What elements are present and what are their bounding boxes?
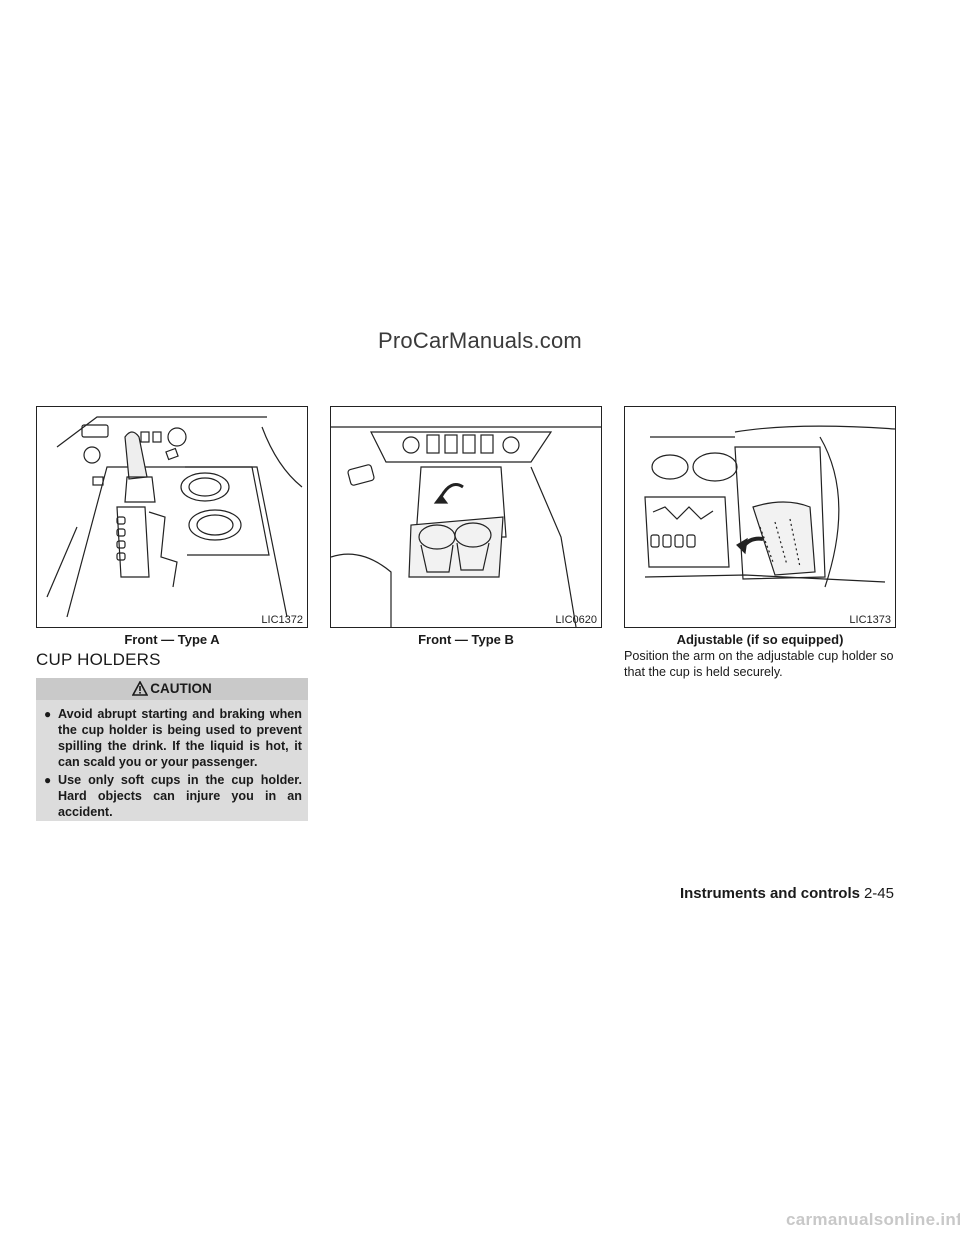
bullet-icon: ● <box>44 707 52 721</box>
caution-item: ● Avoid abrupt starting and braking when… <box>44 706 302 770</box>
body-paragraph: Position the arm on the adjustable cup h… <box>624 649 894 679</box>
caution-item-text: Use only soft cups in the cup holder. Ha… <box>58 773 302 819</box>
figure-adjustable: LIC1373 <box>624 406 896 628</box>
figure-code: LIC1373 <box>849 614 891 626</box>
caution-box: CAUTION ● Avoid abrupt starting and brak… <box>36 678 308 821</box>
console-type-b-illustration <box>331 426 601 627</box>
figure-code: LIC0620 <box>555 614 597 626</box>
figure-code: LIC1372 <box>261 614 303 626</box>
section-title: CUP HOLDERS <box>36 650 161 669</box>
figure-caption: Adjustable (if so equipped) <box>676 632 844 647</box>
watermark-bottom: carmanualsonline.info <box>786 1210 960 1229</box>
figure-front-type-b: LIC0620 <box>330 406 602 628</box>
console-type-a-illustration <box>46 416 303 618</box>
adjustable-cup-holder-illustration <box>644 425 895 588</box>
figure-front-type-a: LIC1372 <box>36 406 308 628</box>
warning-triangle-icon <box>131 680 149 703</box>
bullet-icon: ● <box>44 773 52 787</box>
caution-item-text: Avoid abrupt starting and braking when t… <box>58 707 302 769</box>
footer-section: Instruments and controls <box>679 885 860 902</box>
caution-item: ● Use only soft cups in the cup holder. … <box>44 772 302 820</box>
caution-label: CAUTION <box>150 681 212 696</box>
caution-heading: CAUTION <box>36 678 308 700</box>
figure-caption: Front — Type A <box>124 632 220 647</box>
figure-caption: Front — Type B <box>418 632 514 647</box>
watermark-top: ProCarManuals.com <box>378 328 582 353</box>
page-number: 2-45 <box>863 885 894 902</box>
